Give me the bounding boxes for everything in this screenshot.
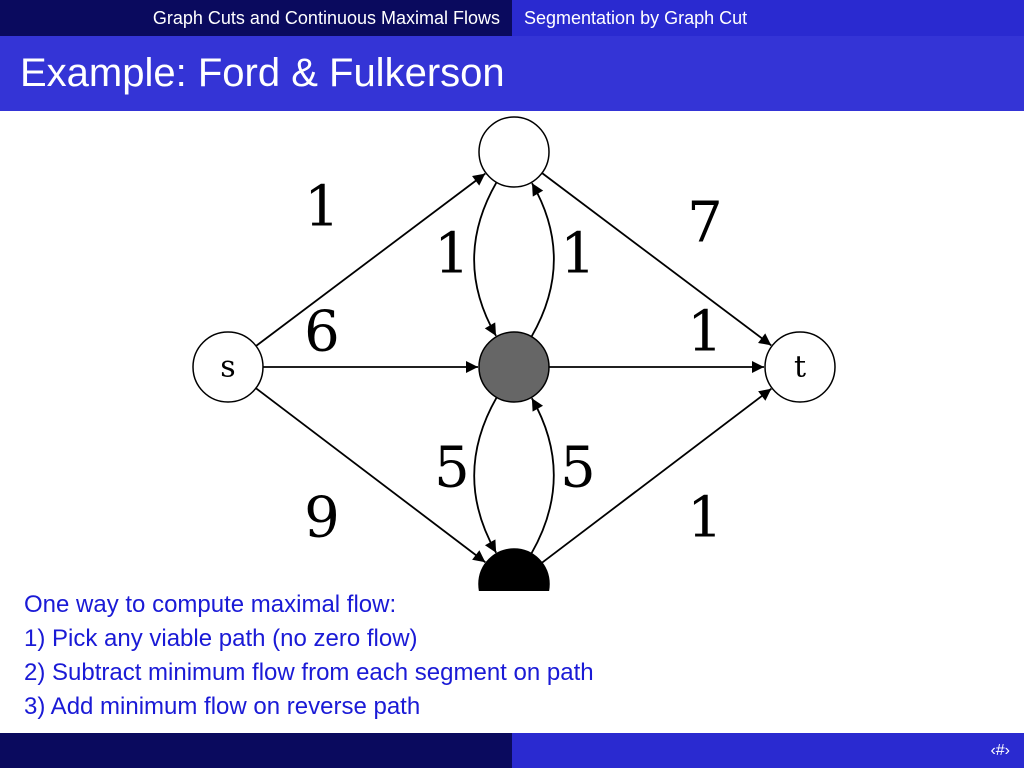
node-a [478, 116, 550, 188]
slide-title: Example: Ford & Fulkerson [20, 51, 505, 95]
edge-capacity-a-b: 1 [434, 222, 470, 287]
edge-capacity-a-t: 7 [687, 191, 723, 256]
edge-b-c [473, 396, 498, 554]
edge-a-t [541, 172, 772, 347]
edge-c-b [530, 397, 555, 555]
footer-left [0, 733, 512, 768]
edge-capacity-c-t: 1 [687, 486, 723, 551]
edge-capacity-b-c: 5 [434, 436, 470, 501]
node-label-t: t [794, 350, 806, 385]
instruction-step-2: 2) Subtract minimum flow from each segme… [24, 659, 594, 686]
page-number: ‹#› [512, 733, 1024, 768]
footer-bar: ‹#› [0, 733, 1024, 768]
title-bar: Example: Ford & Fulkerson [0, 36, 1024, 111]
edge-capacity-s-c: 9 [304, 486, 340, 551]
node-label-s: s [220, 350, 235, 385]
instruction-step-1: 1) Pick any viable path (no zero flow) [24, 625, 418, 652]
presentation-title: Graph Cuts and Continuous Maximal Flows [0, 0, 512, 36]
instructions: One way to compute maximal flow: 1) Pick… [24, 588, 594, 724]
edge-capacity-s-b: 6 [304, 300, 340, 365]
header-bar: Graph Cuts and Continuous Maximal Flows … [0, 0, 1024, 36]
instruction-step-3: 3) Add minimum flow on reverse path [24, 693, 421, 720]
instructions-heading: One way to compute maximal flow: [24, 591, 397, 618]
node-b [478, 331, 550, 403]
edge-a-b [473, 181, 498, 337]
edge-c-t [541, 388, 772, 564]
edge-capacity-b-a: 1 [560, 222, 596, 287]
edge-capacity-c-b: 5 [560, 436, 596, 501]
edge-capacity-b-t: 1 [687, 300, 723, 365]
flow-network-diagram: s t 1 6 9 7 1 1 1 1 5 5 [192, 116, 836, 591]
edge-s-c [255, 387, 486, 563]
edge-s-a [255, 172, 486, 347]
edge-b-a [530, 182, 555, 338]
section-title: Segmentation by Graph Cut [512, 0, 1024, 36]
edge-capacity-s-a: 1 [304, 175, 340, 240]
node-s [192, 331, 264, 403]
node-c [478, 548, 550, 591]
node-t [764, 331, 836, 403]
